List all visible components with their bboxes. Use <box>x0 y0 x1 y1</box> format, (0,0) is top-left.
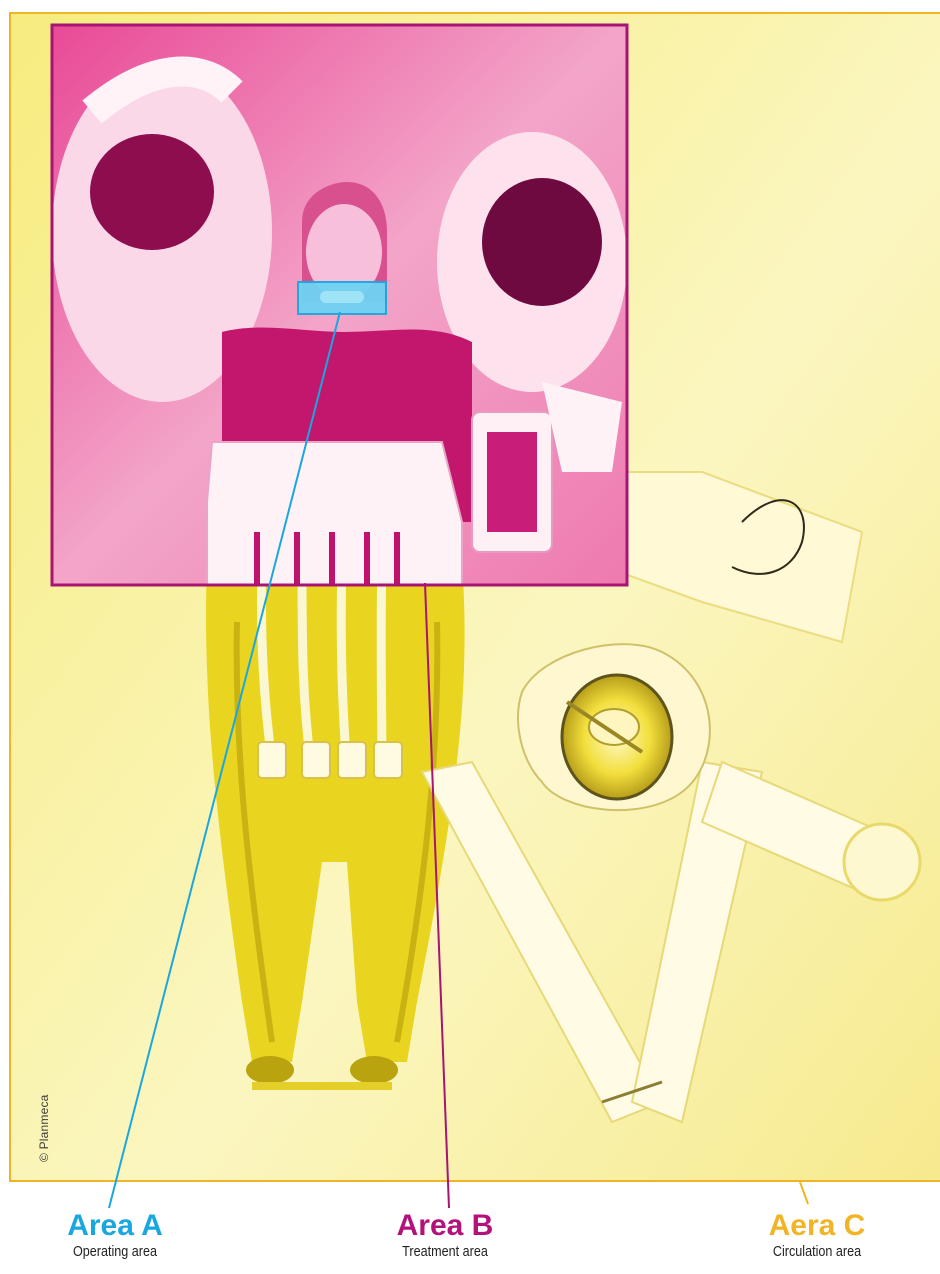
dental-workplace-photo: © Planmeca <box>9 12 940 1182</box>
instrument-tray <box>207 442 462 585</box>
dental-chair-lower <box>206 562 465 1090</box>
treatment-area-border <box>52 25 627 585</box>
area-b-subtitle: Treatment area <box>382 1243 508 1261</box>
operating-lamp-arm <box>422 762 920 1122</box>
area-a-label: Area A Operating area <box>40 1209 190 1261</box>
side-equipment-arm <box>592 472 862 642</box>
patient-head <box>302 182 387 302</box>
area-c-leader-line <box>800 1182 808 1204</box>
area-c-title: Aera C <box>742 1209 892 1243</box>
top-view-dental-scene <box>9 12 940 1182</box>
treatment-area-image <box>52 25 627 585</box>
dentist-head <box>90 134 214 250</box>
spittoon-unit <box>518 644 710 810</box>
area-a-subtitle: Operating area <box>52 1243 178 1261</box>
area-b-label: Area B Treatment area <box>370 1209 520 1261</box>
photo-credit: © Planmeca <box>37 1094 51 1162</box>
assistant-body <box>437 132 627 392</box>
yellow-floor <box>9 12 940 1182</box>
instrument-hoses <box>261 562 382 772</box>
dentist-body <box>52 62 272 402</box>
area-b-title: Area B <box>370 1209 520 1243</box>
instrument-holders <box>258 742 402 778</box>
operating-area-highlight <box>298 282 386 314</box>
assistant-head <box>482 178 602 306</box>
patient-torso <box>222 328 472 522</box>
area-a-title: Area A <box>40 1209 190 1243</box>
area-c-label: Aera C Circulation area <box>742 1209 892 1261</box>
area-c-subtitle: Circulation area <box>754 1243 880 1261</box>
